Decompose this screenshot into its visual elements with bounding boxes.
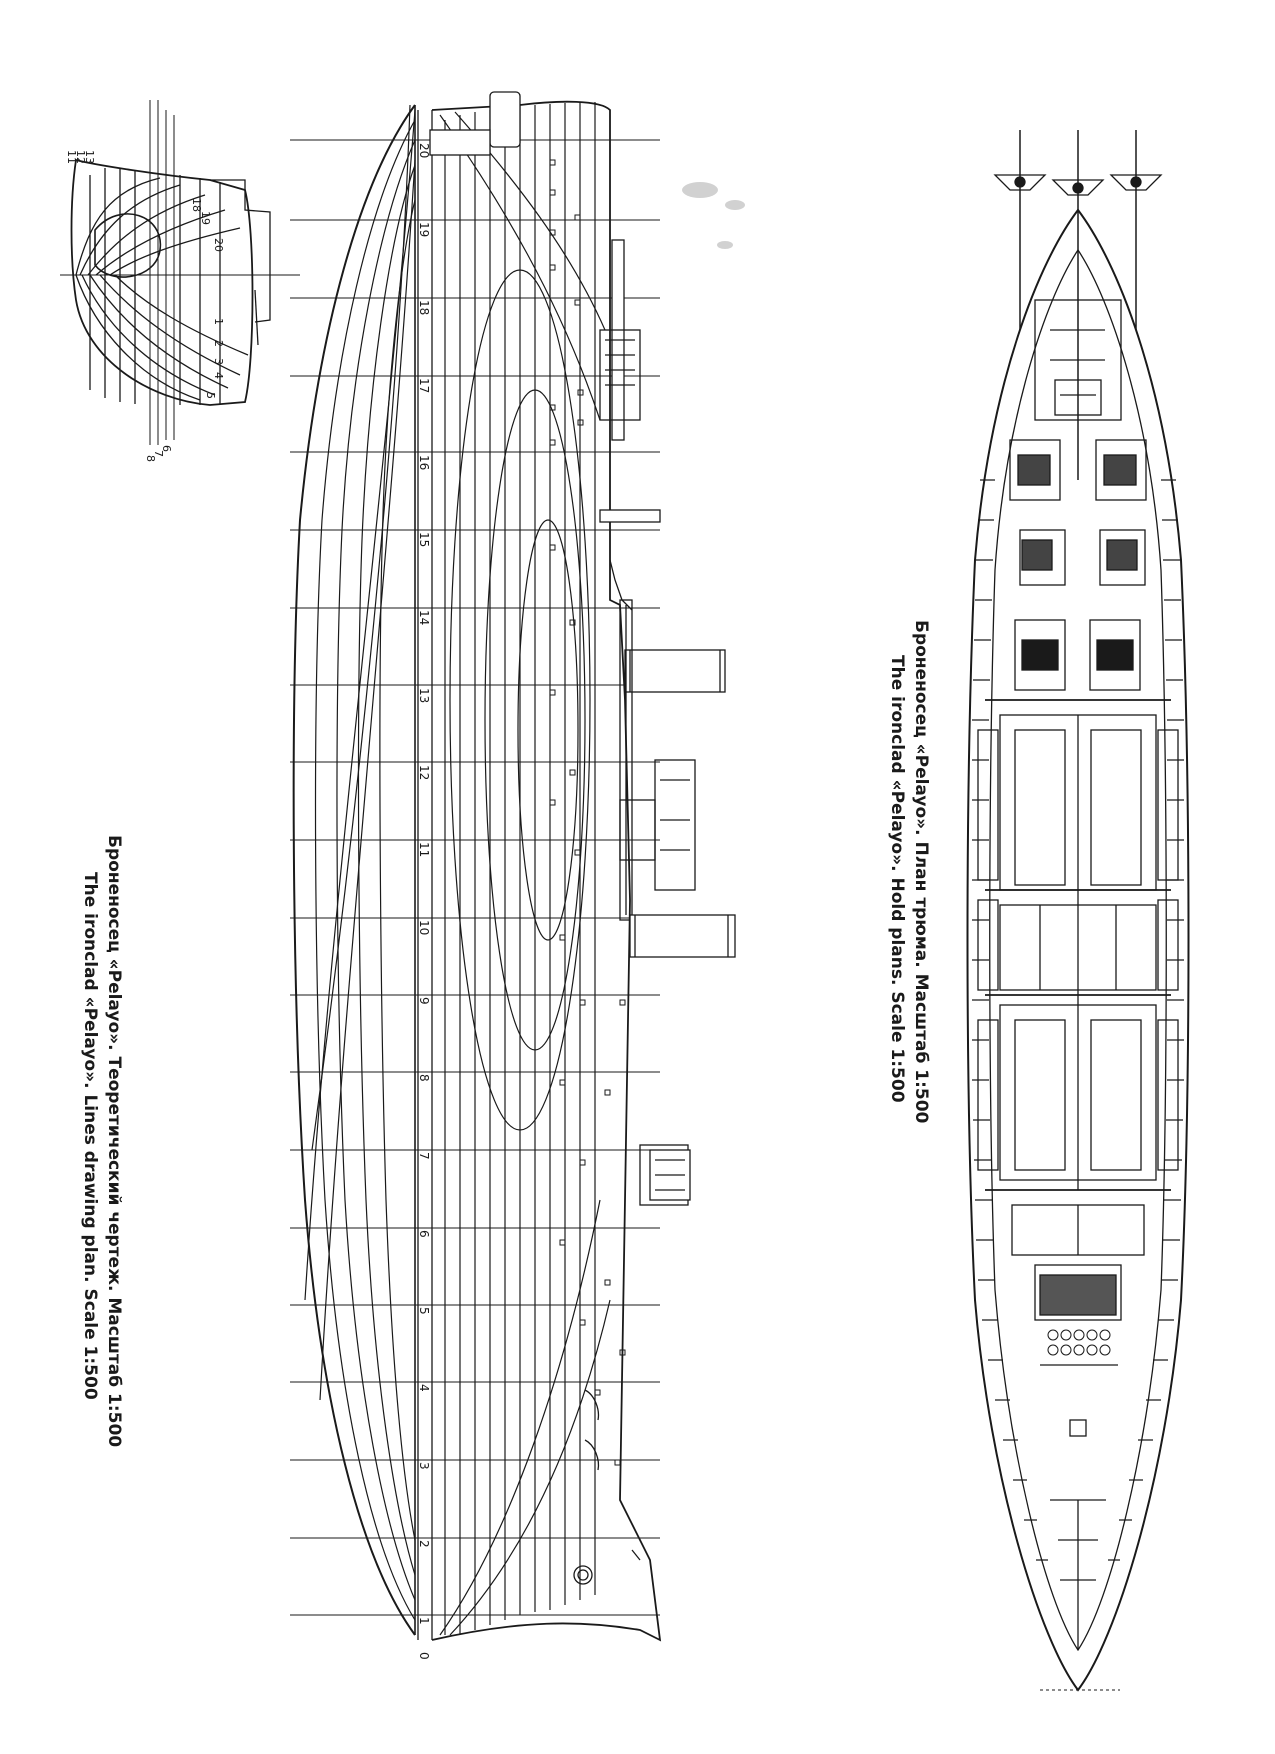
hold-plan-caption-ru: Броненосец «Pelayo». План трюма. Масштаб… [911,620,931,1124]
lines-caption-ru: Броненосец «Pelayo». Теоретический черте… [104,835,124,1448]
body-plan-label: 13 [83,150,96,164]
hold-plan [966,130,1190,1692]
station-number: 5 [417,1307,431,1315]
profile-plan [431,100,662,1642]
superstructure [429,91,736,1585]
body-plan-label: 4 [212,372,225,379]
body-plan [60,100,300,445]
lines-caption-en: The ironclad «Pelayo». Lines drawing pla… [80,872,100,1400]
station-number: 11 [417,842,431,857]
body-plan-label: 8 [144,455,157,462]
scan-marks [682,182,745,249]
body-plan-label: 19 [199,211,212,225]
station-number: 16 [417,455,431,470]
station-number: 2 [417,1540,431,1548]
station-number: 0 [417,1652,431,1660]
station-number: 8 [417,1074,431,1082]
body-plan-label: 3 [212,358,225,365]
body-plan-label: 1 [212,318,225,325]
station-number: 6 [417,1230,431,1238]
station-number: 15 [417,532,431,547]
station-number: 12 [417,765,431,780]
half-breadth-plan [292,104,416,1636]
station-number: 17 [417,378,431,393]
body-plan-label: 5 [204,392,217,399]
station-number: 14 [417,610,431,625]
station-number: 13 [417,688,431,703]
body-plan-label: 2 [212,340,225,347]
station-number: 4 [417,1384,431,1392]
hold-plan-caption-en: The ironclad «Pelayo». Hold plans. Scale… [887,655,907,1103]
station-number: 10 [417,920,431,935]
body-plan-label: 12 [74,150,87,164]
station-numbers: 20 19 18 17 16 15 14 13 12 11 10 9 8 7 6… [417,143,431,1660]
station-number: 20 [417,143,431,158]
body-plan-label: 6 [160,445,173,452]
station-number: 7 [417,1152,431,1160]
station-number: 18 [417,300,431,315]
station-number: 19 [417,222,431,237]
body-plan-labels: 13 12 11 18 19 20 1 2 3 4 5 6 7 8 [65,150,225,462]
body-plan-label: 18 [190,198,203,212]
body-plan-label: 20 [212,238,225,252]
station-number: 1 [417,1617,431,1625]
station-number: 3 [417,1462,431,1470]
station-number: 9 [417,997,431,1005]
body-plan-label: 11 [65,150,78,164]
portholes [549,159,626,1466]
body-plan-label: 7 [152,450,165,457]
